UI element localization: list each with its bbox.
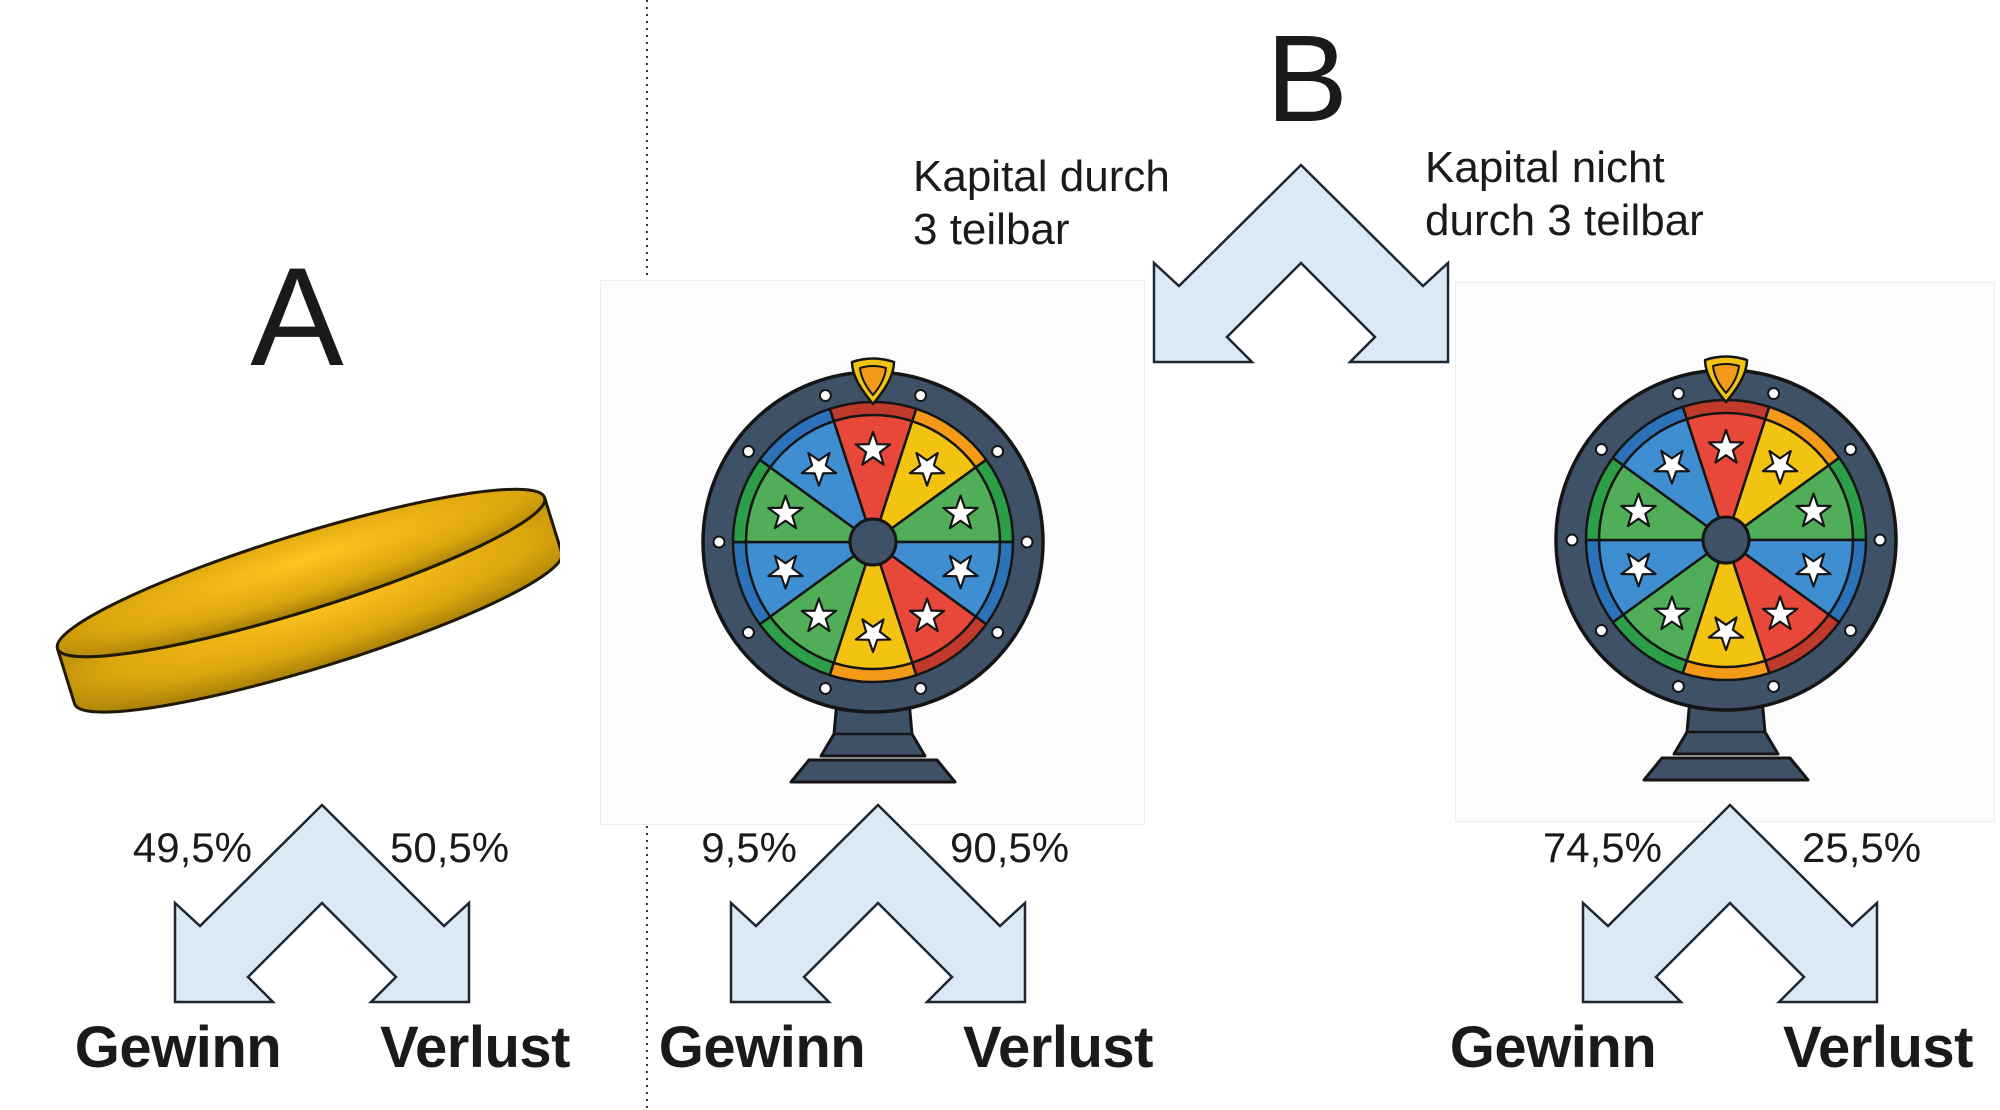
fortune-wheel-divisible — [701, 357, 1045, 784]
branch-condition-divisible: Kapital durch 3 teilbar — [913, 150, 1170, 256]
outcome-wheel-not-divisible-lose: Verlust — [1783, 1015, 1973, 1080]
section-a-label: A — [250, 238, 344, 395]
probability-wheel-divisible-lose: 90,5% — [950, 824, 1070, 871]
fortune-wheel-not-divisible — [1554, 355, 1898, 782]
branch-arrow-wheel-not-divisible — [1581, 803, 1879, 1004]
branch-condition-divisible-line2: 3 teilbar — [913, 205, 1070, 254]
branch-condition-not-divisible-line1: Kapital nicht — [1425, 143, 1665, 192]
branch-condition-divisible-line1: Kapital durch — [913, 152, 1170, 201]
probability-wheel-not-divisible-win: 74,5% — [1542, 824, 1662, 871]
probability-wheel-divisible-win: 9,5% — [701, 824, 797, 871]
outcome-wheel-divisible-win: Gewinn — [658, 1015, 866, 1080]
probability-coin-lose: 50,5% — [390, 824, 510, 871]
branch-condition-not-divisible: Kapital nicht durch 3 teilbar — [1425, 141, 1704, 247]
branch-arrow-coin — [173, 803, 471, 1004]
section-b-label: B — [1265, 11, 1349, 148]
coin-face — [55, 487, 547, 659]
outcome-coin-lose: Verlust — [380, 1015, 570, 1080]
outcome-wheel-not-divisible-win: Gewinn — [1449, 1015, 1657, 1080]
branch-arrow-capital-divisibility — [1152, 163, 1450, 364]
probability-wheel-not-divisible-lose: 25,5% — [1802, 824, 1922, 871]
branch-condition-not-divisible-line2: durch 3 teilbar — [1425, 196, 1704, 245]
outcome-wheel-divisible-lose: Verlust — [963, 1015, 1153, 1080]
probability-coin-win: 49,5% — [132, 824, 252, 871]
branch-arrow-wheel-divisible — [729, 803, 1027, 1004]
gold-coin-illustration — [55, 487, 560, 714]
outcome-coin-win: Gewinn — [74, 1015, 282, 1080]
